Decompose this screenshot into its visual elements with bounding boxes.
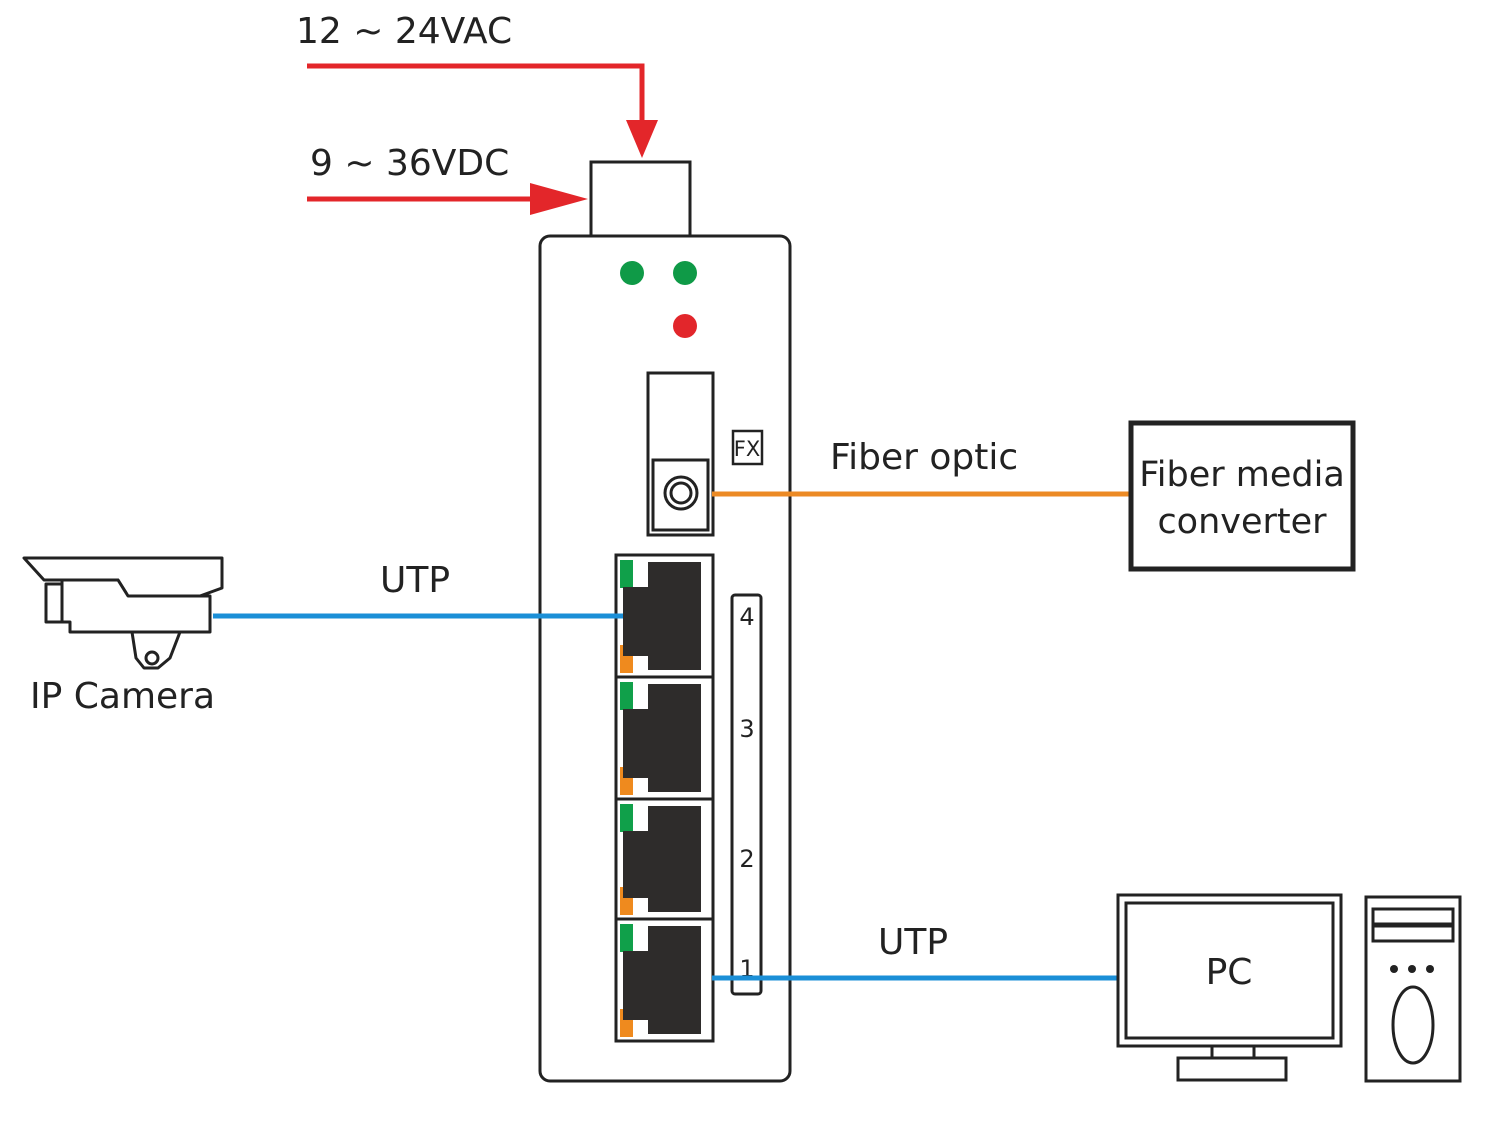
ac-power-line	[307, 63, 645, 122]
alarm-led-icon	[673, 314, 697, 338]
dc-arrow-icon	[530, 183, 588, 215]
tower-power-button	[1391, 985, 1435, 1065]
fiber-ring-inner	[669, 481, 693, 505]
monitor-screen	[1124, 901, 1335, 1040]
tower-icon	[1364, 895, 1462, 1083]
monitor-base	[1176, 1056, 1288, 1082]
tower-dot-3	[1426, 965, 1434, 973]
rj45-port-icon	[614, 797, 715, 921]
tower-drive-bay-2	[1371, 924, 1455, 943]
monitor-icon	[1116, 893, 1343, 1082]
link-led-icon	[673, 261, 697, 285]
rj45-port-icon	[614, 917, 715, 1043]
rj45-port-icon	[614, 553, 715, 679]
power-terminal	[589, 160, 692, 239]
port-number-strip	[730, 593, 763, 996]
port-led-green-icon	[620, 804, 633, 832]
camera-utp-label: UTP	[380, 560, 450, 601]
tower-dot-1	[1390, 965, 1398, 973]
power-led-icon	[620, 261, 644, 285]
port-led-green-icon	[620, 560, 633, 588]
camera-body	[60, 578, 212, 634]
ip-camera-label: IP Camera	[30, 676, 215, 717]
tower-dot-2	[1408, 965, 1416, 973]
fx-tag-box	[731, 429, 764, 466]
converter-label-line2: converter	[1157, 502, 1327, 542]
ac-power-label: 12 ~ 24VAC	[296, 11, 512, 52]
fx-tag-label: FX	[734, 437, 760, 461]
dc-power-label: 9 ~ 36VDC	[310, 143, 509, 184]
port-led-green-icon	[620, 682, 633, 710]
pc-label: PC	[1206, 952, 1253, 993]
fiber-optic-label: Fiber optic	[830, 437, 1018, 478]
port-jack	[623, 684, 701, 792]
fiber-media-converter-box	[1128, 420, 1356, 572]
ac-arrow-icon	[626, 120, 658, 158]
port-number-3: 3	[739, 715, 754, 743]
converter-label-line1: Fiber media	[1139, 455, 1345, 495]
rj45-port-icon	[614, 675, 715, 801]
fiber-connector-icon	[646, 371, 715, 537]
tower-drive-bay-1	[1371, 907, 1455, 926]
rj45-port-group	[614, 553, 715, 1043]
camera-lens	[44, 582, 64, 624]
port-led-green-icon	[620, 924, 633, 952]
port-jack	[623, 806, 701, 912]
monitor-neck	[1210, 1044, 1256, 1060]
port-number-4: 4	[739, 603, 754, 631]
camera-mount-screw	[144, 650, 160, 666]
switch-icon: FX	[538, 160, 792, 1083]
camera-icon	[22, 556, 224, 670]
power-lines	[307, 63, 658, 215]
port-jack	[623, 562, 701, 670]
port-jack	[623, 926, 701, 1034]
pc-utp-label: UTP	[878, 922, 948, 963]
port-number-2: 2	[739, 845, 754, 873]
camera-mount	[130, 630, 182, 670]
